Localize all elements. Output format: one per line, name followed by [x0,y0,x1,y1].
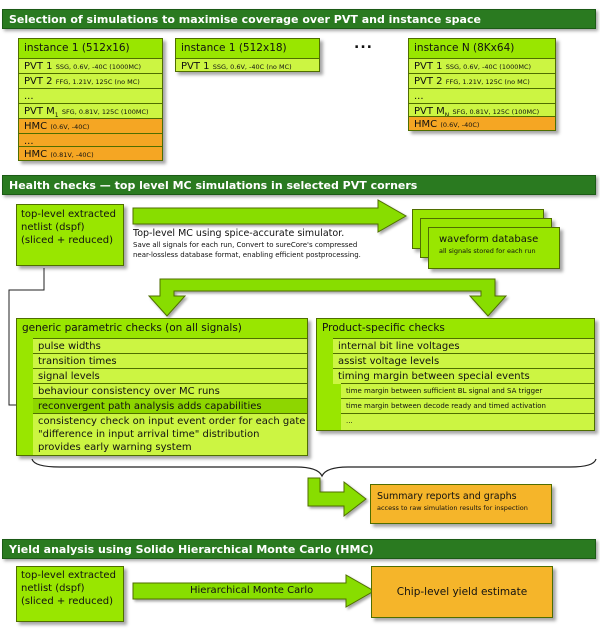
instance-ellipsis: ... [354,36,373,52]
check-item: signal levels [33,368,307,384]
arrow-split-to-checks [147,278,508,317]
arrow-to-summary [307,477,367,518]
hmc-row: ... [19,133,162,149]
check-line: "difference in input arrival time" distr… [38,429,260,440]
section-banner-health: Health checks — top level MC simulations… [2,175,596,195]
instance-title: instance 1 (512x16) [24,42,130,54]
waveform-title: waveform database [439,234,539,245]
section-title: Selection of simulations to maximise cov… [9,12,481,26]
product-checks-title: Product-specific checks [322,322,445,334]
instance-n-8kx64-box: instance N (8Kx64) PVT 1 SSG, 0.6V, -40C… [408,38,556,131]
section-title: Health checks — top level MC simulations… [9,178,418,192]
generic-checks-box: generic parametric checks (on all signal… [16,318,308,456]
pvt-row: PVT 1 SSG, 0.6V, -40C (1000MC) [19,58,162,75]
arrow-to-waveform [132,199,408,233]
netlist-line: (sliced + reduced) [21,235,114,246]
waveform-sub: all signals stored for each run [439,247,536,255]
check-item-highlight: reconvergent path analysis adds capabili… [33,398,307,414]
product-checks-box: Product-specific checks internal bit lin… [316,318,595,431]
check-item: behaviour consistency over MC runs [33,383,307,399]
arrow-to-hmc [132,574,376,608]
netlist-line: netlist (dspf) [21,222,85,233]
section-title: Yield analysis using Solido Hierarchical… [9,542,374,556]
check-item: timing margin between special events [333,368,594,384]
generic-checks-title: generic parametric checks (on all signal… [22,322,242,334]
chip-yield-box: Chip-level yield estimate [371,566,553,618]
mc-description-line: Save all signals for each run, Convert t… [133,241,358,249]
check-item: assist voltage levels [333,353,594,369]
netlist-line: (sliced + reduced) [21,596,114,607]
check-item-multiline: consistency check on input event order f… [33,413,307,455]
pvt-row: PVT 2 FFG, 1.21V, 125C (no MC) [409,73,555,90]
hmc-row: HMC (0.6V, -40C) [409,116,555,130]
instance-1-512x16-box: instance 1 (512x16) PVT 1 SSG, 0.6V, -40… [18,38,163,161]
check-subitem: ... [341,413,594,430]
netlist-box: top-level extracted netlist (dspf) (slic… [16,566,124,622]
check-line: provides early warning system [38,442,192,453]
waveform-database-box: waveform database all signals stored for… [428,227,560,269]
check-item: pulse widths [33,338,307,354]
netlist-line: top-level extracted [21,570,116,581]
summary-sub: access to raw simulation results for ins… [377,504,528,512]
pvt-row: ... [409,88,555,104]
pvt-row: PVT 2 FFG, 1.21V, 125C (no MC) [19,73,162,90]
check-item: internal bit line voltages [333,338,594,354]
check-item: transition times [33,353,307,369]
section-banner-yield: Yield analysis using Solido Hierarchical… [2,539,596,559]
pvt-row: PVT 1 SSG, 0.6V, -40C (no MC) [176,58,319,71]
brace [31,458,597,478]
hmc-arrow-label: Hierarchical Monte Carlo [190,585,314,596]
netlist-box: top-level extracted netlist (dspf) (slic… [16,204,124,266]
summary-title: Summary reports and graphs [377,491,517,502]
summary-reports-box: Summary reports and graphs access to raw… [370,484,552,524]
instance-1-512x18-box: instance 1 (512x18) PVT 1 SSG, 0.6V, -40… [175,38,320,72]
check-subitem: time margin between decode ready and tim… [341,398,594,414]
mc-description-line: near-lossless database format, enabling … [133,251,361,259]
instance-title: instance 1 (512x18) [181,42,287,54]
mc-description-title: Top-level MC using spice-accurate simula… [133,228,345,239]
instance-title: instance N (8Kx64) [414,42,515,54]
netlist-line: netlist (dspf) [21,583,85,594]
chip-yield-label: Chip-level yield estimate [396,586,528,598]
section-banner-selection: Selection of simulations to maximise cov… [2,9,596,29]
netlist-line: top-level extracted [21,209,116,220]
pvt-row: PVT 1 SSG, 0.6V, -40C (1000MC) [409,58,555,75]
pvt-row: ... [19,88,162,104]
hmc-row: HMC (0.81V, -40C) [19,146,162,160]
check-subitem: time margin between sufficient BL signal… [341,383,594,399]
check-line: consistency check on input event order f… [38,416,306,427]
hmc-row: HMC (0.6V, -40C) [19,118,162,135]
